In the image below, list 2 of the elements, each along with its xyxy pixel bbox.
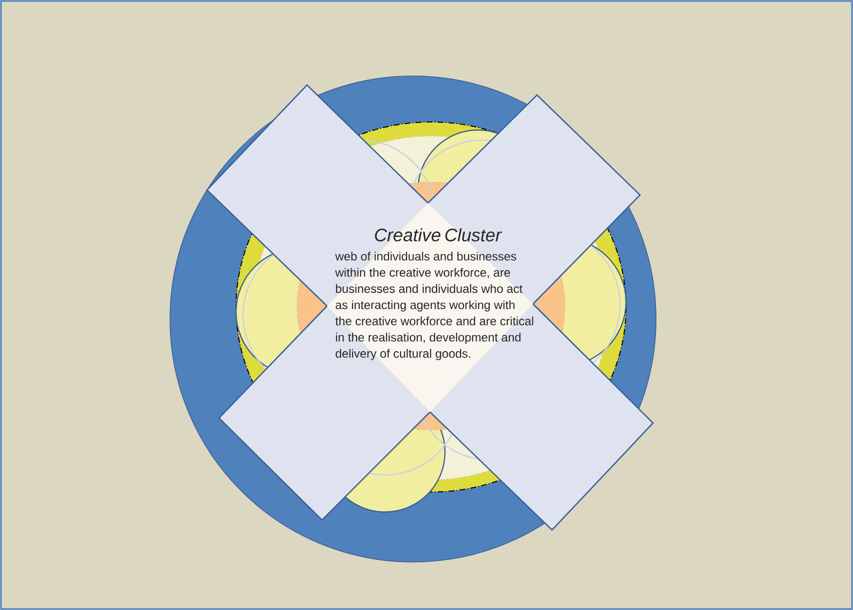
body-text: web of individuals and businesses within the creative workforce, are businesses and individuals who act as interacting agents working with the creative workforce and are critical in the realisation, development and delivery of cultural goods. — [335, 252, 534, 360]
heading: Creative Cluster — [375, 228, 502, 242]
